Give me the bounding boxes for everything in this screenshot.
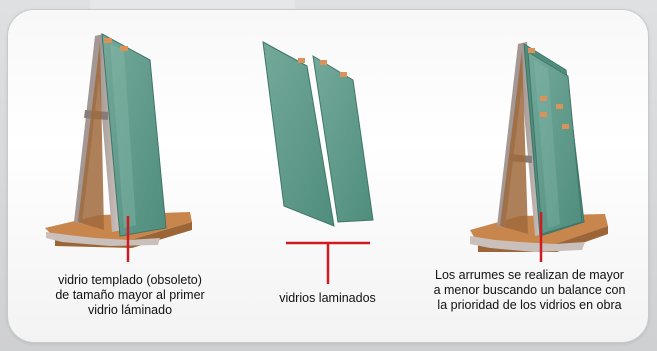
left-glass-highlight [110,44,136,228]
middle-glass-pane-2 [312,55,374,223]
top-strip [90,0,295,12]
right-clip [528,48,535,53]
middle-clip [298,58,305,63]
caption-line: vidrio templado (obsoleto) [58,273,202,287]
left-clip [104,38,112,43]
right-glass-highlight [534,60,560,228]
caption-line: a menor buscando un balance con [433,283,626,297]
right-clip [540,96,547,101]
middle-clip [320,60,327,65]
middle-panes [262,41,374,284]
caption-line: Los arrumes se realizan de mayor [435,268,624,282]
caption-line: de tamaño mayor al primer [55,288,205,302]
left-clip [120,46,128,51]
left-glass-pane [101,33,167,237]
caption-stacking-note: Los arrumes se realizan de mayor a menor… [412,268,647,313]
caption-line: vidrio láminado [87,303,173,317]
right-clip [562,124,569,129]
right-clip [540,112,547,117]
middle-clip [340,72,347,77]
left-wood-panel [78,42,104,230]
caption-line: vidrios laminados [279,291,376,305]
caption-line: la prioridad de los vidrios en obra [437,298,622,312]
right-clip [556,104,563,109]
caption-tempered-glass: vidrio templado (obsoleto) de tamaño may… [30,273,230,318]
right-wood-panel [500,50,528,234]
left-frame-base [46,232,160,246]
right-rack [470,42,608,262]
left-rack [45,33,192,262]
caption-laminated-glass: vidrios laminados [255,291,400,306]
right-frame-base [470,236,585,252]
middle-glass-pane-1 [262,41,335,227]
